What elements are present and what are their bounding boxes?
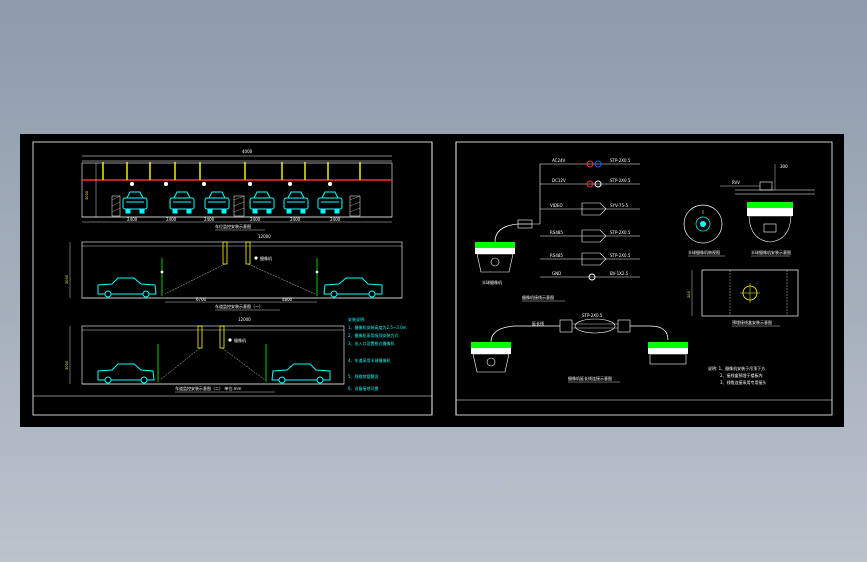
right-note-2: 2、接线盒预埋于楼板内 — [720, 372, 763, 378]
lane-cars — [97, 277, 383, 298]
section-3-dim-top: 12000 — [238, 317, 251, 322]
dome-side-caption: 半球摄像机安装示意图 — [751, 249, 791, 255]
svg-text:3000: 3000 — [65, 274, 69, 284]
svg-text:3000: 3000 — [85, 190, 89, 200]
wire-label-4: RS485 — [550, 230, 563, 235]
wire-label-3: VIDEO — [550, 203, 563, 208]
wire-note-2: STP-2X0.5 — [610, 178, 631, 183]
wire-label-5: RS485 — [550, 253, 563, 258]
section-lane-elevation-1: 12000 3000 摄像机 — [65, 234, 403, 311]
section-2-dim-right: 4800 — [282, 297, 293, 302]
note-3: 3、出入口设置枪式摄像机 — [348, 340, 395, 346]
wiring-camera-label: 半球摄像机 — [482, 279, 502, 285]
right-notes: 说明: 1、摄像机安装于吊顶下方 2、接线盒预埋于楼板内 3、线缆连接采用专用接… — [708, 365, 767, 385]
section-2-dim-left: 6700 — [196, 297, 207, 302]
section-3-caption: 车道监控安装示意图（二） 单位:mm — [175, 385, 242, 391]
dome-top-caption: 半球摄像机俯视图 — [688, 249, 720, 255]
section-1-dim-label: 2400 — [204, 217, 215, 222]
extension-note: STP-2X0.5 — [582, 313, 603, 318]
section-2-caption: 车道监控安装示意图（一） — [215, 303, 263, 309]
note-4: 4、车道采用半球摄像机 — [348, 357, 391, 363]
wire-note-6: BV-1X2.5 — [610, 271, 629, 276]
extension-caption: 摄像机延长线连接示意图 — [568, 375, 612, 381]
parked-cars-front — [122, 191, 343, 214]
wiring-caption: 摄像机接线示意图 — [522, 294, 554, 300]
svg-text:3000: 3000 — [65, 360, 69, 370]
section-lane-elevation-2: 12000 3000 摄像机 车道监控安装示意图（二） 单位:mm — [65, 317, 345, 393]
section-parking-elevation: 4000 — [81, 149, 393, 231]
wire-note-4: STP-2X0.5 — [610, 230, 631, 235]
right-sheet: 半球摄像机 AC24V STP-2X0.5 DC12V STP-2X0.5 VI… — [455, 141, 833, 416]
section-1-dim-label: 2400 — [250, 217, 261, 222]
extension-camera-left — [471, 342, 511, 373]
section-1-dim-label: 2400 — [127, 217, 138, 222]
notes-title: 安装说明: — [348, 316, 365, 322]
section-1-dim-label: 2400 — [290, 217, 301, 222]
right-note-3: 3、线缆连接采用专用接头 — [720, 379, 767, 385]
svg-text:RVV: RVV — [732, 180, 740, 185]
wire-label-1: AC24V — [552, 158, 566, 163]
wire-rows: AC24V STP-2X0.5 DC12V STP-2X0.5 VIDEO SY… — [550, 158, 640, 281]
section-2-cam-label: 摄像机 — [260, 255, 272, 261]
right-note-1: 说明: 1、摄像机安装于吊顶下方 — [708, 365, 765, 371]
section-1-dim-label: 2400 — [166, 217, 177, 222]
extension-diagram: 延长线 STP-2X0.5 摄像机延长线连接示意图 — [471, 313, 688, 383]
svg-text:300: 300 — [780, 164, 788, 169]
extension-camera-right — [648, 342, 688, 365]
install-notes: 安装说明: 1、摄像机安装高度为2.5~3.0m 2、摄像机采用吸顶安装方式 3… — [348, 316, 407, 391]
section-3-cam-label: 摄像机 — [234, 337, 246, 343]
note-6: 6、设备接地可靠 — [348, 385, 379, 391]
pillars — [102, 162, 361, 180]
wire-note-3: SYV-75-5 — [610, 203, 628, 208]
wire-note-1: STP-2X0.5 — [610, 158, 631, 163]
ceiling-cameras — [130, 182, 332, 186]
note-2: 2、摄像机采用吸顶安装方式 — [348, 332, 399, 338]
junction-box-mount: 200 预埋接线盒安装示意图 — [687, 269, 799, 327]
left-sheet: 4000 — [32, 141, 433, 416]
note-5: 5、线缆穿管敷设 — [348, 373, 379, 379]
section-2-dim-top: 12000 — [258, 234, 271, 239]
dome-top-view: 半球摄像机俯视图 — [683, 204, 725, 257]
mount-caption: 预埋接线盒安装示意图 — [732, 319, 772, 325]
section-1-dim-top: 4000 — [242, 149, 253, 154]
wiring-dome-camera: 半球摄像机 — [475, 242, 515, 285]
camera-wiring-diagram: 半球摄像机 AC24V STP-2X0.5 DC12V STP-2X0.5 VI… — [475, 158, 640, 302]
dome-side-view: 300 RVV 半球摄像机安装示意图 — [720, 164, 815, 257]
wire-note-5: STP-2X0.5 — [610, 253, 631, 258]
mount-dim: 200 — [687, 290, 691, 298]
cad-drawing-canvas: 4000 — [20, 134, 844, 427]
section-1-caption: 车位监控安装示意图 — [215, 223, 251, 229]
wire-label-6: GND — [552, 271, 561, 276]
extension-label: 延长线 — [532, 320, 544, 326]
section-1-dim-label: 2400 — [330, 217, 341, 222]
note-1: 1、摄像机安装高度为2.5~3.0m — [348, 324, 407, 330]
wire-label-2: DC12V — [552, 178, 566, 183]
